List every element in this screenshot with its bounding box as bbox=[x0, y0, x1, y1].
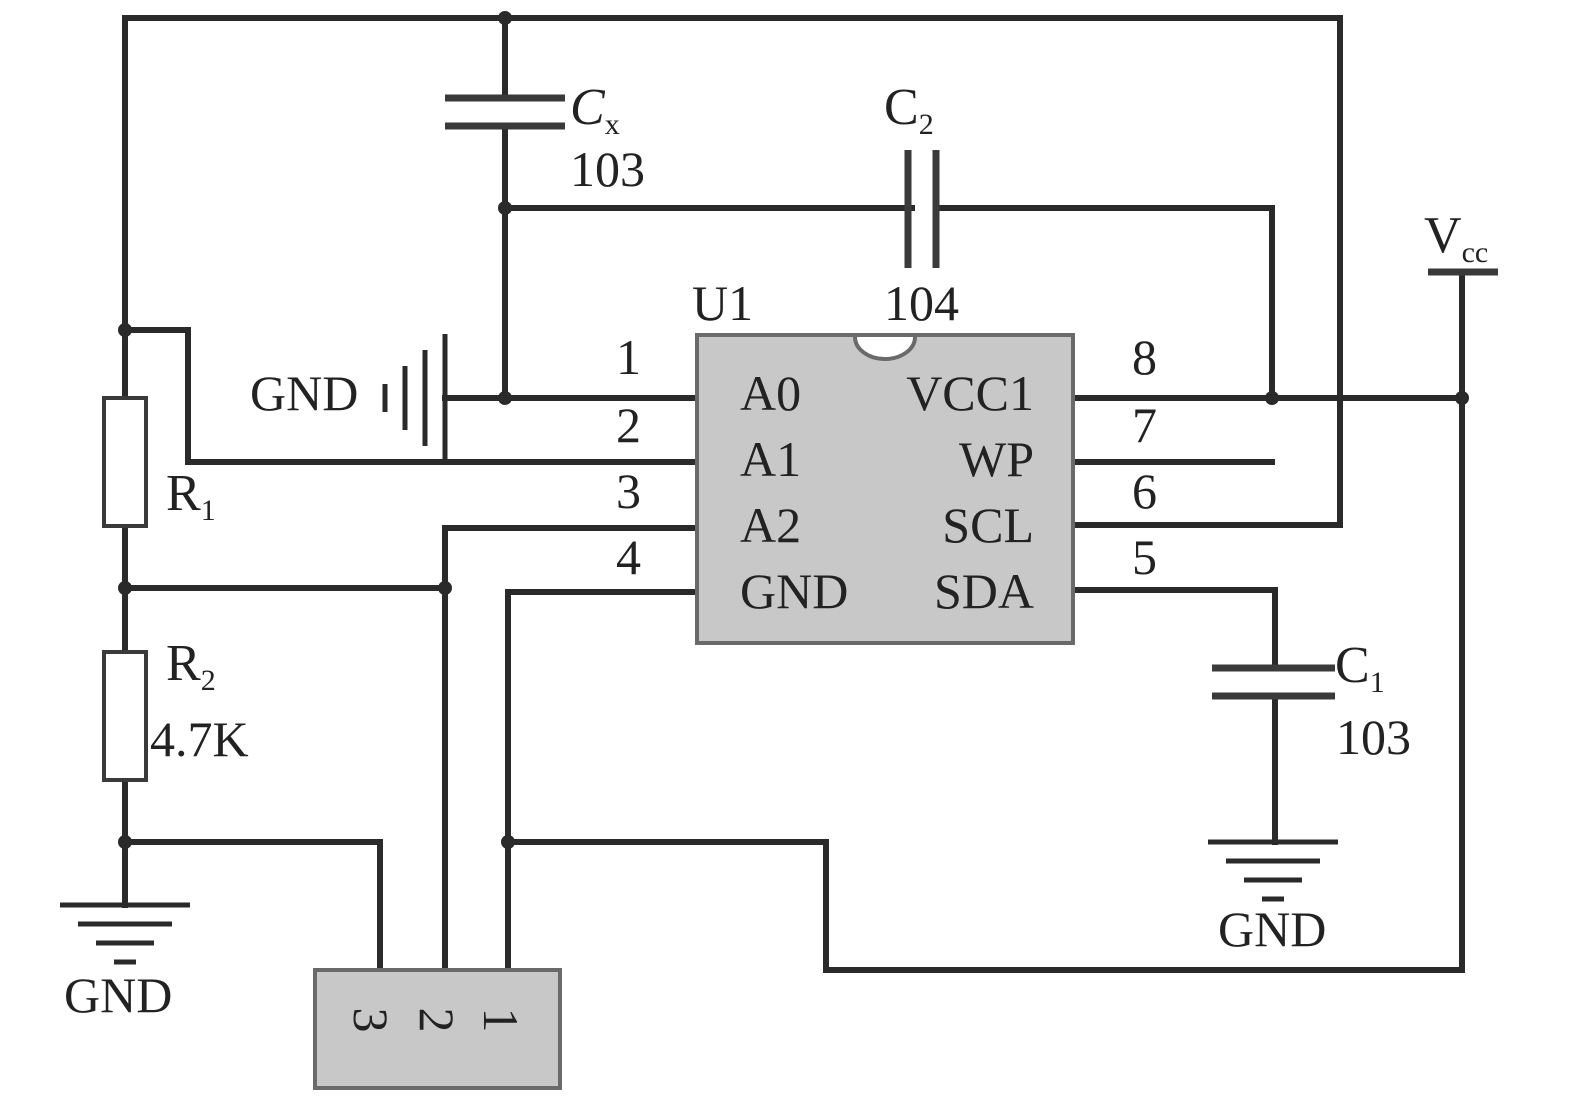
capacitor-c2 bbox=[904, 150, 940, 268]
pin-number-4: 4 bbox=[616, 529, 641, 585]
c1-label: C1 bbox=[1335, 637, 1385, 699]
resistor-r1 bbox=[102, 396, 148, 528]
c2-label: C2 bbox=[884, 79, 934, 141]
r2-ref: R bbox=[166, 635, 201, 692]
cx-ref: C bbox=[570, 79, 606, 136]
top-rail-wire bbox=[122, 15, 1343, 528]
gnd-pin-wire bbox=[505, 589, 703, 973]
capacitor-c1 bbox=[1212, 664, 1335, 700]
r2-ref-sub: 2 bbox=[201, 664, 216, 697]
c1-ref: C bbox=[1335, 637, 1370, 694]
pin-name-sda: SDA bbox=[934, 563, 1034, 619]
cx-label: Cx bbox=[570, 79, 620, 141]
ground-symbol-middle bbox=[382, 334, 448, 462]
ground-symbol-right bbox=[1208, 839, 1338, 902]
resistor-r2 bbox=[102, 650, 148, 782]
r2-label: R2 bbox=[166, 635, 216, 697]
c2-value: 104 bbox=[884, 275, 959, 331]
u1-ref: U1 bbox=[692, 275, 753, 331]
connector-pin-1: 1 bbox=[473, 1008, 529, 1033]
vcc-wire bbox=[505, 269, 1465, 973]
c2-right-wire bbox=[935, 205, 1275, 401]
ground-symbol-left bbox=[60, 902, 190, 965]
vcc-label: Vcc bbox=[1424, 207, 1488, 269]
connector-pin-3: 3 bbox=[343, 1008, 399, 1033]
r1-ref-sub: 1 bbox=[201, 494, 216, 527]
c1-value: 103 bbox=[1336, 709, 1411, 765]
c2-ref: C bbox=[884, 79, 919, 136]
a2-wire bbox=[442, 525, 703, 973]
pin-name-scl: SCL bbox=[942, 497, 1034, 553]
connector-pin3-wire bbox=[122, 839, 383, 973]
cx-value: 103 bbox=[570, 141, 645, 197]
pin-name-a2: A2 bbox=[740, 497, 801, 553]
sda-wire bbox=[1072, 587, 1278, 671]
pin-number-8: 8 bbox=[1132, 329, 1157, 385]
pin-name-a0: A0 bbox=[740, 365, 801, 421]
c1-ref-sub: 1 bbox=[1370, 666, 1385, 699]
pin-number-6: 6 bbox=[1132, 463, 1157, 519]
cx-ref-sub: x bbox=[605, 108, 620, 141]
vcc-sub: cc bbox=[1462, 236, 1489, 269]
pin-name-vcc1: VCC1 bbox=[906, 365, 1034, 421]
c2-ref-sub: 2 bbox=[919, 108, 934, 141]
junction-dots bbox=[118, 11, 1469, 849]
connector-pin-2: 2 bbox=[409, 1008, 465, 1033]
capacitor-cx bbox=[445, 94, 565, 130]
gnd-right-label: GND bbox=[1218, 901, 1326, 957]
gnd-left-label: GND bbox=[64, 967, 172, 1023]
pin-number-2: 2 bbox=[616, 397, 641, 453]
gnd-middle-label: GND bbox=[250, 365, 358, 421]
pin-name-a1: A1 bbox=[740, 431, 801, 487]
pin-number-5: 5 bbox=[1132, 529, 1157, 585]
pin-name-wp: WP bbox=[959, 431, 1034, 487]
chip-u1 bbox=[695, 333, 1075, 645]
connector-block bbox=[313, 968, 562, 1090]
r1-label: R1 bbox=[166, 465, 216, 527]
pin-number-3: 3 bbox=[616, 463, 641, 519]
pin-number-7: 7 bbox=[1132, 397, 1157, 453]
r1-ref: R bbox=[166, 465, 201, 522]
pin-number-1: 1 bbox=[616, 329, 641, 385]
pin-name-gnd: GND bbox=[740, 563, 848, 619]
r2-value: 4.7K bbox=[150, 711, 249, 767]
vcc-main: V bbox=[1424, 207, 1462, 264]
